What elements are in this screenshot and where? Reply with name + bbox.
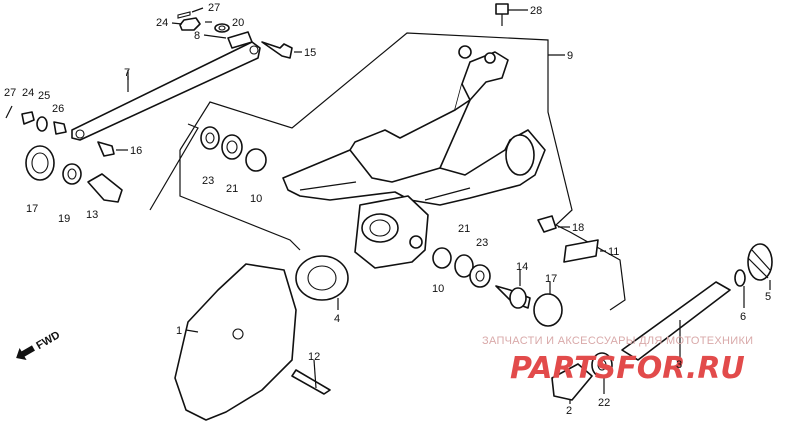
right-hardware — [495, 215, 599, 327]
label-19: 19 — [58, 213, 70, 225]
label-2: 2 — [566, 405, 572, 417]
swingarm-group-outline-left — [179, 150, 301, 251]
group-outlines — [149, 32, 626, 311]
label-23-lower: 23 — [476, 237, 488, 249]
watermark-brand: PARTSFOR.RU — [510, 351, 745, 386]
label-20: 20 — [232, 17, 244, 29]
swingarm-group-outline — [179, 32, 626, 311]
watermark: ЗАПЧАСТИ И АКСЕССУАРЫ ДЛЯ МОТОТЕХНИКИ PA… — [482, 335, 753, 386]
label-15: 15 — [304, 47, 316, 59]
part-labels: 27 24 20 8 15 28 9 7 27 24 25 26 16 17 1… — [4, 2, 771, 417]
watermark-caption: ЗАПЧАСТИ И АКСЕССУАРЫ ДЛЯ МОТОТЕХНИКИ — [482, 335, 753, 347]
label-16: 16 — [130, 145, 142, 157]
lower-bearings — [432, 247, 491, 288]
label-28: 28 — [530, 5, 542, 17]
label-8: 8 — [194, 30, 200, 42]
label-18: 18 — [572, 222, 584, 234]
swingarm — [282, 45, 546, 269]
label-10-upper: 10 — [250, 193, 262, 205]
label-17-right: 17 — [545, 273, 557, 285]
label-27: 27 — [208, 2, 220, 14]
label-13: 13 — [86, 209, 98, 221]
label-23-upper: 23 — [202, 175, 214, 187]
label-7: 7 — [124, 67, 130, 79]
label-17-left: 17 — [26, 203, 38, 215]
label-9: 9 — [567, 50, 573, 62]
label-22: 22 — [598, 397, 610, 409]
torque-rod-group-outline — [149, 123, 199, 211]
label-1: 1 — [176, 325, 182, 337]
top-hardware — [5, 3, 509, 157]
cover — [174, 263, 331, 421]
fwd-label: FWD — [34, 329, 62, 352]
label-27-left: 27 — [4, 87, 16, 99]
leader-lines — [116, 7, 771, 404]
label-21-lower: 21 — [458, 223, 470, 235]
label-3: 3 — [676, 359, 682, 371]
left-pivot-parts — [25, 145, 123, 203]
label-11: 11 — [608, 246, 619, 258]
label-6: 6 — [740, 311, 746, 323]
label-5: 5 — [765, 291, 771, 303]
label-12: 12 — [308, 351, 320, 363]
label-10-lower: 10 — [432, 283, 444, 295]
label-25: 25 — [38, 90, 50, 102]
label-21-upper: 21 — [226, 183, 238, 195]
label-4: 4 — [334, 313, 340, 325]
label-24-left: 24 — [22, 87, 34, 99]
upper-bearings — [200, 126, 267, 172]
fwd-arrow: FWD — [16, 329, 62, 361]
label-14: 14 — [516, 261, 528, 273]
label-24: 24 — [156, 17, 168, 29]
dust-seal — [295, 255, 349, 301]
label-26: 26 — [52, 103, 64, 115]
drive-shaft-parts — [551, 243, 773, 401]
torque-rod — [71, 41, 261, 141]
